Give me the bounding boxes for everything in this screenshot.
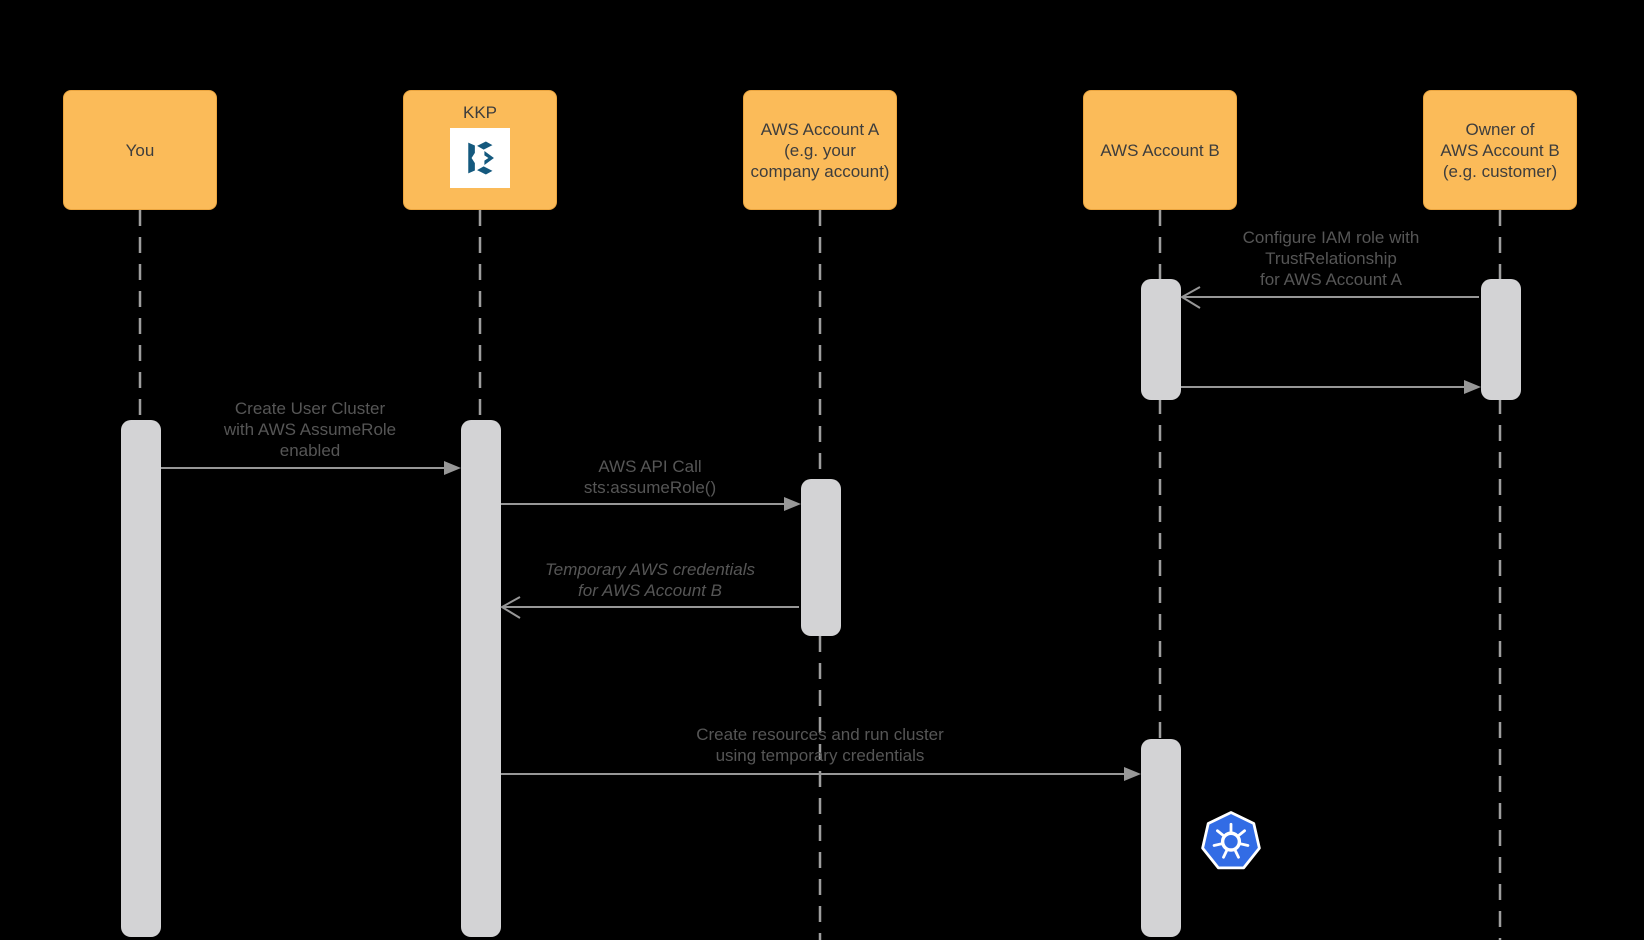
kubernetes-logo-glyph — [1201, 811, 1261, 870]
message-label-aws-api-call: AWS API Call sts:assumeRole() — [583, 457, 717, 497]
actor-aws-account-b: AWS Account B — [1083, 90, 1237, 210]
actor-owner-aws-account-b: Owner of AWS Account B (e.g. customer) — [1423, 90, 1577, 210]
arrowhead-open-temporary-credentials — [500, 596, 521, 619]
activation-bar-aws-account-a — [801, 479, 841, 636]
actor-kkp-label: KKP — [462, 103, 498, 122]
message-label-create-user-cluster: Create User Cluster with AWS AssumeRole … — [223, 399, 397, 460]
message-label-temporary-credentials: Temporary AWS credentials for AWS Accoun… — [544, 560, 756, 600]
actor-you: You — [63, 90, 217, 210]
activation-bar-kkp — [461, 420, 501, 937]
lifelines — [138, 210, 1502, 940]
actor-aws-account-a: AWS Account A (e.g. your company account… — [743, 90, 897, 210]
message-label-configure-iam-role: Configure IAM role with TrustRelationshi… — [1242, 228, 1420, 289]
kubermatic-logo-glyph — [468, 141, 494, 175]
kubernetes-logo-icon — [1200, 810, 1262, 872]
activation-bar-aws-account-b-1 — [1141, 279, 1181, 400]
activation-bars — [121, 279, 1521, 937]
actor-aws-account-b-label: AWS Account B — [1100, 140, 1220, 160]
arrowhead-open-configure-iam-role — [1180, 286, 1201, 309]
activation-bar-you — [121, 420, 161, 937]
actor-owner-aws-account-b-label: Owner of AWS Account B (e.g. customer) — [1440, 119, 1560, 181]
kubermatic-logo-icon — [450, 128, 510, 188]
message-arrows — [161, 286, 1481, 781]
arrowhead-filled-create-resources — [1124, 767, 1141, 781]
message-label-create-resources: Create resources and run cluster using t… — [696, 725, 944, 765]
arrowhead-filled-aws-api-call — [784, 497, 801, 511]
actor-aws-account-a-label: AWS Account A (e.g. your company account… — [750, 119, 890, 181]
activation-bar-aws-account-b-2 — [1141, 739, 1181, 937]
actor-kkp: KKP — [403, 90, 557, 210]
arrowhead-filled-create-user-cluster — [444, 461, 461, 475]
actor-you-label: You — [125, 140, 155, 160]
activation-bar-owner — [1481, 279, 1521, 400]
arrowhead-filled-configure-iam-role-reply — [1464, 380, 1481, 394]
